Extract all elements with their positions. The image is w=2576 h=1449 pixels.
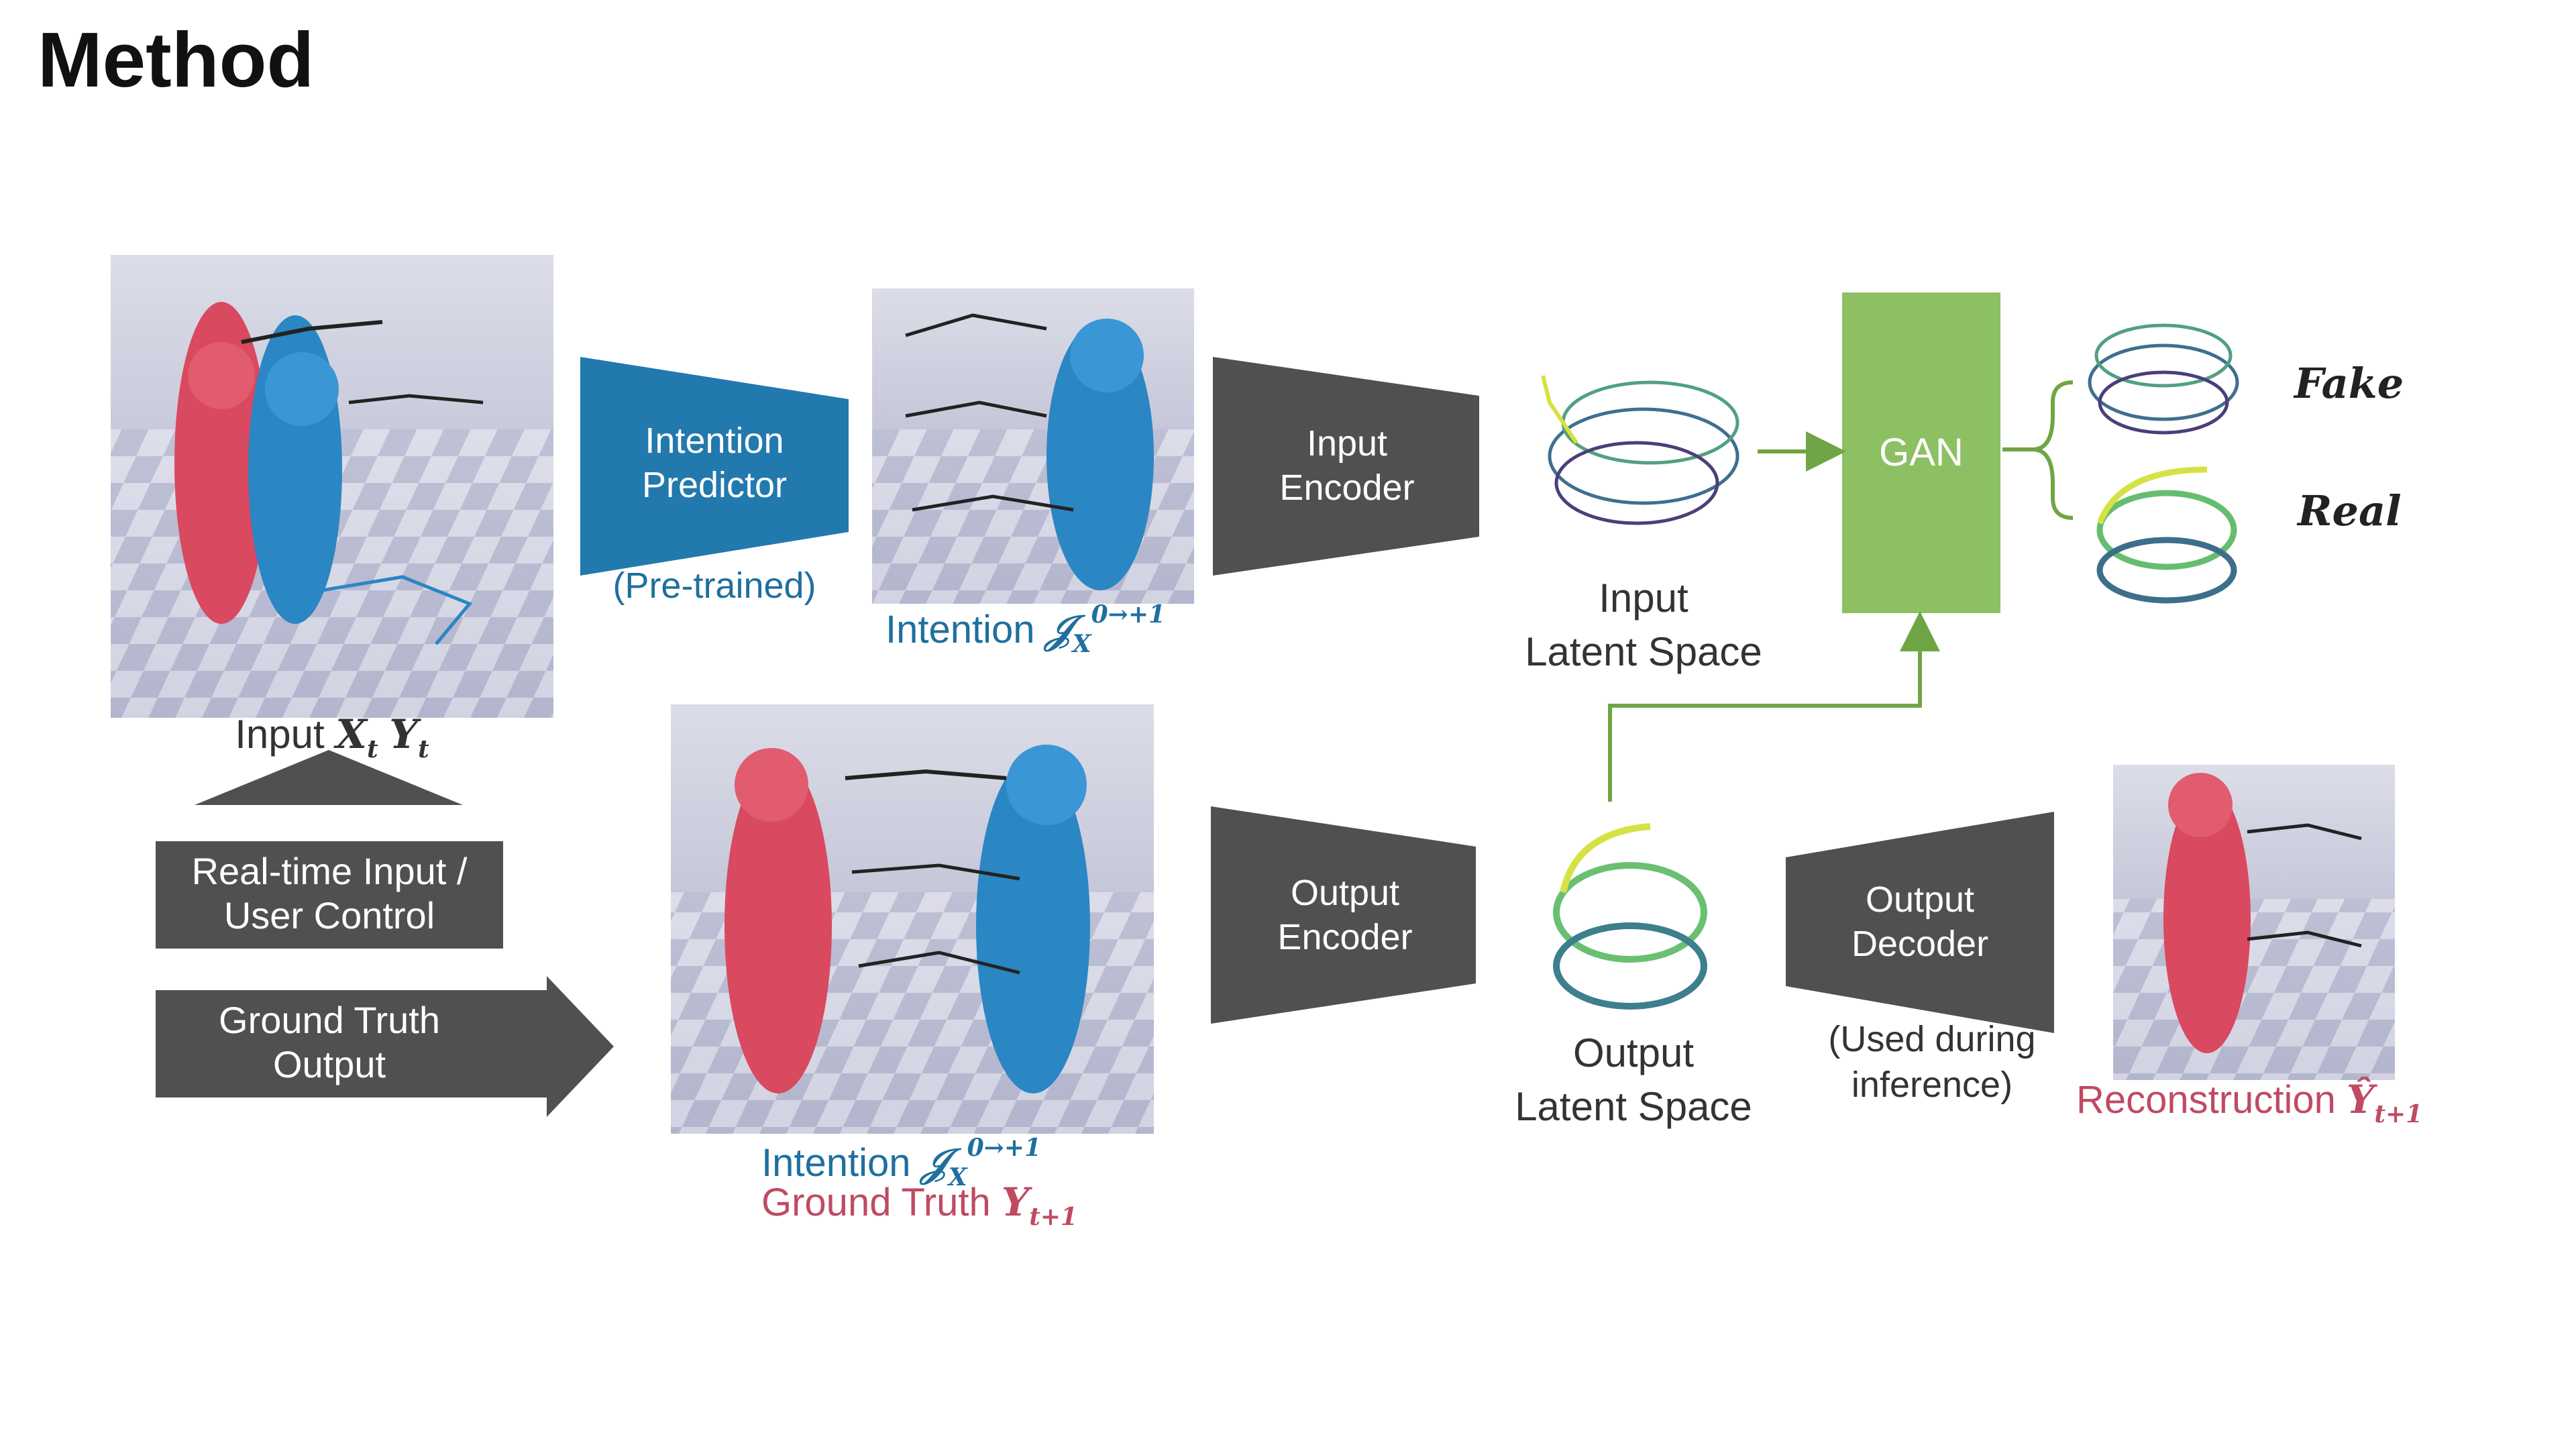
realtime-input-box bbox=[156, 841, 503, 949]
input-motion-image bbox=[111, 255, 553, 718]
output-latent-line2: Latent Space bbox=[1515, 1084, 1752, 1129]
intention-caption-text: Intention bbox=[885, 608, 1046, 651]
gan-label: GAN bbox=[1879, 431, 1964, 474]
input-encoder-line1: Input bbox=[1306, 423, 1388, 464]
input-caption: Input Xt Yt bbox=[134, 708, 530, 776]
intention-caption-bottom: Intention 𝒥X0→+1 bbox=[761, 1134, 1041, 1191]
output-encoder-block bbox=[1211, 806, 1476, 1024]
output-encoder-label: Output Encoder bbox=[1211, 871, 1479, 959]
ground-truth-sub: t+1 bbox=[1029, 1203, 1078, 1231]
intention-sup-2: 0→+1 bbox=[967, 1134, 1042, 1162]
intention-var: 𝒥 bbox=[1045, 606, 1073, 652]
intention-sub: X bbox=[1072, 630, 1091, 658]
input-latent-line1: Input bbox=[1599, 576, 1688, 621]
page-title: Method bbox=[38, 16, 315, 103]
pretrained-note: (Pre-trained) bbox=[612, 566, 816, 606]
input-latent-label: Input Latent Space bbox=[1509, 572, 1778, 679]
used-during-inference-note: (Used during inference) bbox=[1798, 1016, 2066, 1108]
intention-predictor-line1: Intention bbox=[645, 421, 784, 461]
intention-motion-image bbox=[872, 288, 1194, 604]
output-decoder-line2: Decoder bbox=[1851, 924, 1989, 964]
input-var-y: Y bbox=[389, 711, 419, 758]
output-encoder-line1: Output bbox=[1290, 873, 1400, 913]
reconstruction-motion-image bbox=[2113, 765, 2395, 1080]
intention-sub-2: X bbox=[948, 1163, 967, 1191]
inference-note-line1: (Used during bbox=[1828, 1019, 2036, 1059]
output-latent-line1: Output bbox=[1572, 1030, 1695, 1075]
ground-truth-caption-text: Ground Truth bbox=[761, 1181, 1002, 1224]
up-arrow bbox=[195, 750, 463, 805]
intention-predictor-block bbox=[580, 357, 849, 576]
intention-caption-top: Intention 𝒥X0→+1 bbox=[885, 600, 1165, 658]
fake-sample-visual bbox=[2088, 323, 2239, 435]
reconstruction-caption-text: Reconstruction bbox=[2076, 1078, 2347, 1122]
realtime-input-label: Real-time Input / User Control bbox=[156, 849, 503, 938]
intention-caption-text-2: Intention bbox=[761, 1141, 922, 1185]
input-var-x: X bbox=[335, 711, 367, 758]
input-sub-x: t bbox=[366, 735, 378, 763]
gan-block bbox=[1842, 292, 2000, 613]
output-latent-to-gan-arrow bbox=[1608, 611, 1940, 802]
gt-output-label: Ground Truth Output bbox=[156, 998, 503, 1087]
ground-truth-var: Y bbox=[1001, 1179, 1030, 1225]
reconstruction-sub: t+1 bbox=[2374, 1100, 2423, 1128]
realtime-line2: User Control bbox=[223, 894, 435, 936]
real-sample-visual bbox=[2096, 466, 2237, 604]
input-latent-visual bbox=[1541, 375, 1739, 525]
intention-predictor-line2: Predictor bbox=[641, 465, 788, 505]
intention-sup: 0→+1 bbox=[1091, 600, 1166, 629]
ground-truth-motion-image bbox=[671, 704, 1154, 1134]
intention-predictor-label: Intention Predictor bbox=[580, 419, 849, 507]
gt-output-line2: Output bbox=[272, 1043, 386, 1085]
output-decoder-label: Output Decoder bbox=[1786, 877, 2054, 966]
fake-label: Fake bbox=[2294, 359, 2404, 408]
intention-var-2: 𝒥 bbox=[921, 1140, 949, 1185]
inference-note-line2: inference) bbox=[1851, 1065, 2013, 1105]
reconstruction-caption: Reconstruction Ŷt+1 bbox=[2076, 1077, 2422, 1128]
ground-truth-caption: Ground Truth Yt+1 bbox=[761, 1179, 1077, 1231]
real-label: Real bbox=[2298, 486, 2402, 535]
input-encoder-line2: Encoder bbox=[1279, 468, 1415, 508]
output-encoder-line2: Encoder bbox=[1277, 917, 1413, 957]
input-latent-line2: Latent Space bbox=[1525, 629, 1762, 674]
input-caption-text: Input bbox=[235, 712, 336, 757]
ground-truth-output-arrow bbox=[156, 976, 614, 1117]
output-latent-label: Output Latent Space bbox=[1493, 1026, 1774, 1134]
output-decoder-block bbox=[1786, 812, 2054, 1033]
input-encoder-label: Input Encoder bbox=[1213, 421, 1481, 510]
input-sub-y: t bbox=[418, 735, 429, 763]
realtime-line1: Real-time Input / bbox=[191, 850, 468, 892]
reconstruction-var: Ŷ bbox=[2346, 1077, 2375, 1122]
gan-fork-connector bbox=[2002, 380, 2074, 520]
gt-output-line1: Ground Truth bbox=[219, 999, 440, 1041]
output-decoder-line1: Output bbox=[1865, 879, 1975, 920]
input-encoder-block bbox=[1213, 357, 1479, 576]
output-latent-visual bbox=[1553, 823, 1707, 1010]
